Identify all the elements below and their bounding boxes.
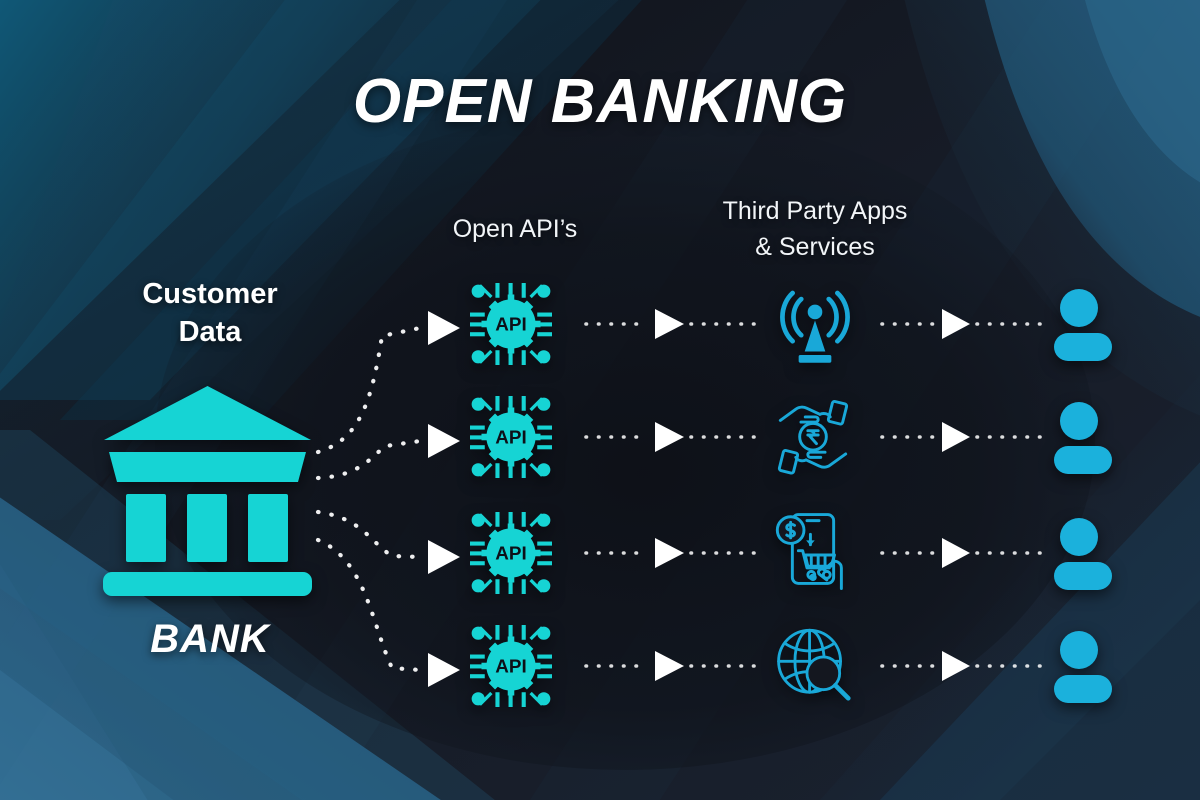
- third-party-line-2: & Services: [755, 232, 875, 261]
- hands-rupee-coin-icon: [777, 399, 849, 475]
- api-to-service-connectors: [584, 309, 760, 681]
- bank-building-icon: [103, 386, 312, 596]
- customer-data-line-2: Data: [178, 316, 242, 349]
- bank-to-api-connectors: [315, 311, 460, 687]
- customer-data-label: Customer Data: [75, 275, 345, 352]
- column-heading-third-party: Third Party Apps & Services: [690, 194, 940, 265]
- customer-data-line-1: Customer: [142, 278, 278, 310]
- page-title: OPEN BANKING: [352, 67, 848, 136]
- third-party-line-1: Third Party Apps: [722, 197, 908, 225]
- bank-label: BANK: [150, 617, 270, 661]
- user-person-icon: [1054, 289, 1112, 361]
- service-to-user-connectors: [880, 309, 1042, 681]
- user-person-icon: [1054, 402, 1112, 474]
- column-heading-open-api: Open API’s: [452, 215, 578, 243]
- api-chip-icon: API: [470, 625, 552, 707]
- api-chip-icon: API: [470, 283, 552, 365]
- api-chip-label: API: [495, 427, 526, 448]
- broadcast-tower-icon: [780, 290, 850, 363]
- api-chip-label: API: [495, 656, 526, 677]
- api-chip-label: API: [495, 314, 526, 335]
- globe-search-icon: [777, 628, 851, 701]
- api-chip-label: API: [495, 543, 526, 564]
- mobile-shopping-cart-icon: [775, 513, 843, 591]
- api-chip-icon: API: [470, 396, 552, 478]
- api-chip-icon: API: [470, 512, 552, 594]
- user-person-icon: [1054, 631, 1112, 703]
- user-person-icon: [1054, 518, 1112, 590]
